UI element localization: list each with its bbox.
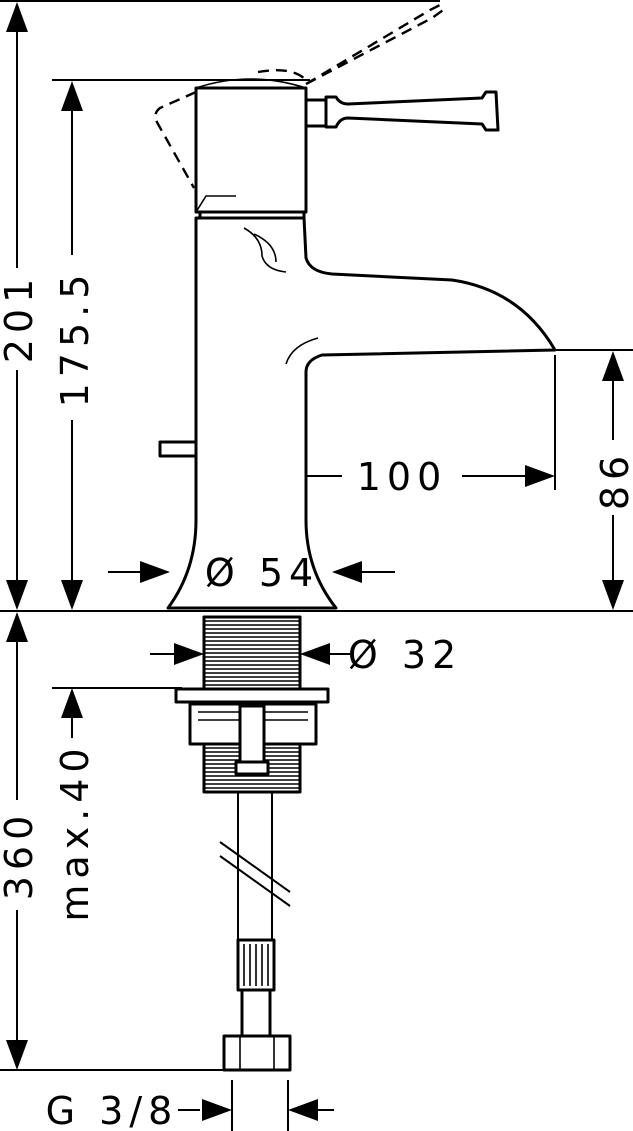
mounting-hardware xyxy=(174,687,330,794)
dim-54-label: Ø 54 xyxy=(205,551,319,595)
dim-360-arrow-top xyxy=(6,612,28,642)
dim-thread-g38: G 3/8 xyxy=(46,1089,334,1131)
dim-32-arrow-right xyxy=(300,643,330,665)
dim-201-arrow-bottom xyxy=(6,580,28,610)
mounting-bolt xyxy=(238,704,266,764)
dim-100-label: 100 xyxy=(357,455,448,499)
dim-32-label: Ø 32 xyxy=(348,633,462,677)
supply-hose xyxy=(219,792,292,1072)
cartridge-top-cap xyxy=(195,78,307,89)
popup-rod xyxy=(158,440,198,458)
dim-max40-arrow-top xyxy=(61,688,83,718)
dim-175-arrow-bottom xyxy=(61,580,83,610)
dim-diameter-32: Ø 32 xyxy=(150,633,462,677)
spout-curve xyxy=(285,337,319,365)
dim-86-arrow-bottom xyxy=(602,580,624,610)
lever-dashed-cap xyxy=(257,69,307,81)
body-curve-upper-2 xyxy=(253,233,277,263)
shank-thread-lines xyxy=(204,620,300,686)
collar-chamfer xyxy=(195,195,236,213)
lever-handle xyxy=(324,90,500,132)
dim-175-label: 175.5 xyxy=(53,269,97,408)
dim-175-arrow-top xyxy=(61,81,83,111)
dim-175-5: 175.5 xyxy=(53,81,97,610)
dim-g38-arrow-left xyxy=(202,1099,232,1121)
dim-201-label: 201 xyxy=(0,273,41,364)
lever-connector xyxy=(304,98,328,128)
dim-max-40: max.40 xyxy=(53,688,97,922)
mounting-bolt-nut xyxy=(234,760,270,776)
lever-dashed-arm xyxy=(305,2,447,86)
dim-diameter-54: Ø 54 xyxy=(108,551,395,595)
dim-32-arrow-left xyxy=(174,643,204,665)
hose-break-line-2 xyxy=(219,855,291,907)
dim-360-arrow-bottom xyxy=(6,1040,28,1070)
lever-dashed-housing xyxy=(154,90,197,189)
dim-54-arrow-left xyxy=(140,561,170,583)
dim-360-label: 360 xyxy=(0,810,41,901)
hose-break-line-1 xyxy=(219,841,291,893)
hose-crimp-ribs xyxy=(243,944,269,986)
dim-max40-label: max.40 xyxy=(53,742,97,921)
dim-g38-label: G 3/8 xyxy=(46,1089,179,1131)
threaded-shank xyxy=(202,615,302,691)
dim-360: 360 xyxy=(0,612,41,1070)
dim-86-arrow-top xyxy=(602,351,624,381)
spout-body xyxy=(166,216,557,610)
dim-201-arrow-top xyxy=(6,2,28,32)
dim-86: 86 xyxy=(593,351,633,610)
hose-nut-facets xyxy=(239,1036,275,1070)
dim-86-label: 86 xyxy=(593,450,633,510)
hose-connection-nut xyxy=(222,1034,292,1072)
dim-g38-arrow-right xyxy=(288,1099,318,1121)
hose-stem xyxy=(240,988,272,1038)
dim-100-arrow-right xyxy=(525,465,555,487)
cartridge-housing xyxy=(194,86,308,214)
body-curve-upper xyxy=(243,227,287,273)
faucet-body xyxy=(154,2,557,610)
dim-54-arrow-right xyxy=(332,561,362,583)
dim-201: 201 xyxy=(0,2,41,610)
mounting-washer xyxy=(174,687,330,704)
